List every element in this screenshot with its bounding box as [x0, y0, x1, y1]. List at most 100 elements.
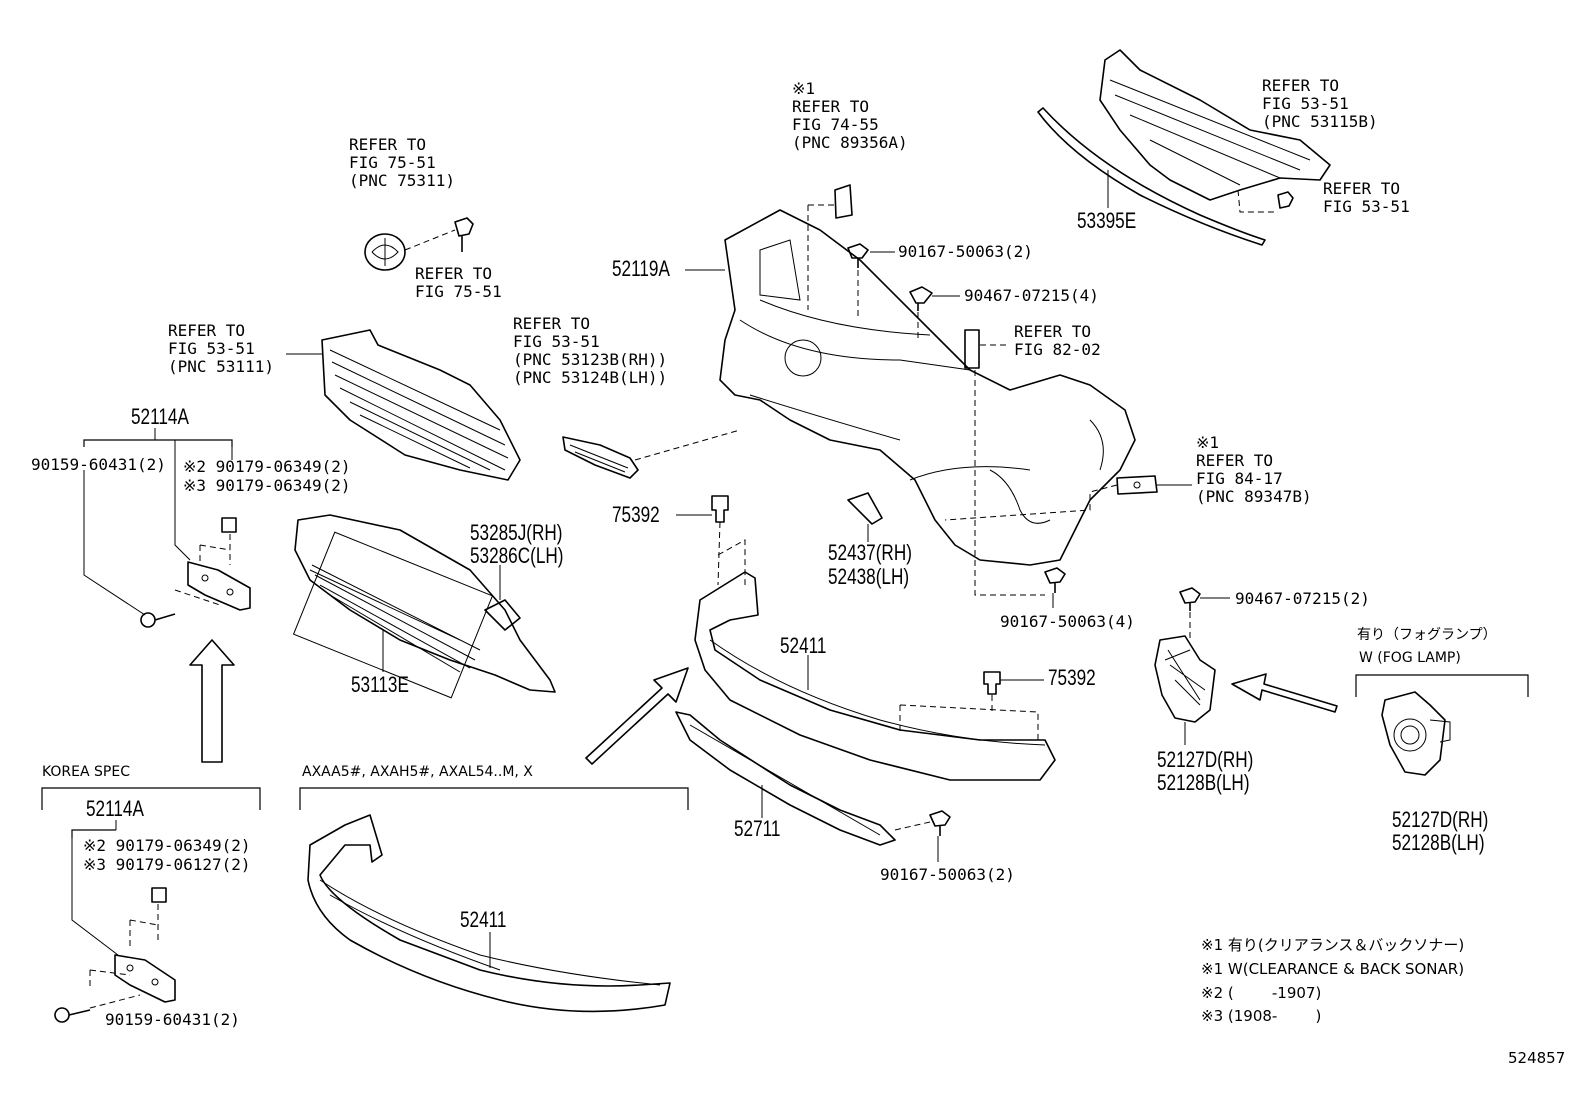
fog-bezel-clip	[1179, 587, 1201, 611]
bolt-90167-bottom-dash	[894, 821, 931, 831]
group-korea-spec: KOREA SPEC	[42, 764, 130, 780]
bracket-52114A-bottom-stem	[71, 838, 119, 956]
part-52128B-lh-b: 52128B(LH)	[1392, 830, 1485, 855]
fastener-90159-60431-2-bottom: 90159-60431(2)	[105, 1010, 240, 1029]
group-axaa: AXAA5#, AXAH5#, AXAL54..M, X	[302, 764, 533, 780]
part-52411-b: 52411	[460, 907, 507, 932]
fastener-90179-06127-2: ※3 90179-06127(2)	[83, 855, 251, 874]
part-53113E: 53113E	[351, 672, 409, 697]
bracket-52114A-top-brace	[83, 439, 233, 447]
part-52437-rh: 52437(RH)	[828, 540, 912, 565]
fog-bezel	[1154, 635, 1216, 723]
clip-75392-b	[983, 671, 1001, 695]
part-53285J-rh: 53285J(RH)	[470, 520, 563, 545]
radiator-support-clip	[1277, 191, 1294, 209]
lower-grille	[292, 514, 556, 699]
bolt-90159-bottom	[54, 1007, 91, 1023]
korea-spec-arrow	[189, 639, 235, 763]
fog-lamp-brace	[1355, 674, 1529, 697]
headlamp-washer-part	[964, 329, 980, 369]
part-52128B-lh-a: 52128B(LH)	[1157, 770, 1250, 795]
bolt-90167-4	[1044, 567, 1066, 593]
note-1-jp: ※1 有り(クリアランス＆バックソナー)	[1201, 936, 1465, 954]
lower-spoiler	[675, 711, 896, 846]
axaa-brace	[299, 787, 689, 810]
clip-75392-a	[711, 495, 729, 523]
fastener-90179-06349-2-b: ※3 90179-06349(2)	[183, 476, 351, 495]
part-52438-lh: 52438(LH)	[828, 564, 910, 589]
part-53395E: 53395E	[1077, 208, 1137, 233]
nut-90179-bottom	[151, 887, 167, 903]
lower-grille-mould	[562, 436, 639, 479]
reflector	[847, 492, 883, 525]
bracket-52114A-top-stem	[174, 440, 191, 561]
headlamp-washer-dash	[974, 344, 1010, 520]
fastener-90167-50063-4: 90167-50063(4)	[1000, 612, 1135, 631]
front-bumper-cover	[719, 209, 1136, 566]
fastener-90159-60431-2-top: 90159-60431(2)	[31, 455, 166, 474]
fastener-90167-50063-2-top: 90167-50063(2)	[898, 242, 1033, 261]
note-2: ※2 ( -1907)	[1201, 984, 1322, 1002]
part-52114A-top: 52114A	[131, 404, 189, 429]
sensor-bracket-top	[834, 184, 853, 219]
part-52114A-bottom: 52114A	[86, 796, 144, 821]
bracket-52114A-bottom-part	[114, 954, 176, 1003]
part-52127D-rh-b: 52127D(RH)	[1392, 807, 1489, 832]
bolt-90159-top	[140, 612, 176, 628]
fastener-90467-07215-4: 90467-07215(4)	[964, 286, 1099, 305]
radiator-support-dash	[1237, 189, 1278, 213]
bracket-52114A-bottom-brace	[71, 829, 116, 838]
clip-90467-top	[909, 286, 933, 311]
part-52711: 52711	[734, 816, 781, 841]
part-52127D-rh-a: 52127D(RH)	[1157, 747, 1254, 772]
group-fog-jp: 有り（フォグランプ）	[1357, 627, 1497, 643]
emblem-clip	[454, 217, 474, 252]
part-75392-a: 75392	[612, 502, 660, 527]
bolt-90167-bottom	[929, 810, 951, 836]
nut-90179-top	[221, 517, 237, 533]
lower-grille-mould-dash	[634, 429, 741, 461]
variant-arrow	[585, 667, 689, 765]
note-1-en: ※1 W(CLEARANCE & BACK SONAR)	[1201, 960, 1465, 978]
lower-grille-cover	[484, 599, 521, 631]
grille-emblem	[364, 233, 406, 271]
upper-grille	[321, 329, 521, 481]
fastener-90167-50063-2-bottom: 90167-50063(2)	[880, 865, 1015, 884]
fog-lamp-arrow	[1231, 673, 1338, 713]
note-3: ※3 (1908- )	[1201, 1007, 1322, 1025]
part-75392-b: 75392	[1048, 665, 1096, 690]
sensor-bracket-side	[1116, 475, 1158, 495]
part-53286C-lh: 53286C(LH)	[470, 543, 564, 568]
clip-90167-top	[847, 243, 869, 268]
bolt-90159-top-leader	[83, 470, 146, 616]
bumper-reinforcement-variant	[307, 814, 671, 1013]
fastener-90467-07215-2: 90467-07215(2)	[1235, 589, 1370, 608]
upper-moulding	[1037, 107, 1266, 246]
clip-75392-a-dash	[717, 521, 746, 586]
bracket-52114A-bottom-dash	[89, 904, 159, 990]
sensor-bracket-side-dash	[944, 484, 1118, 521]
clip-75392-b-dash	[899, 695, 1039, 740]
bumper-reinforcement	[694, 571, 1056, 781]
bracket-52114A-top-part	[187, 561, 251, 611]
fastener-90179-06349-2-a: ※2 90179-06349(2)	[183, 457, 351, 476]
bolt-90167-4-dash	[974, 520, 1045, 596]
group-fog-en: W (FOG LAMP)	[1359, 650, 1461, 666]
part-52119A: 52119A	[612, 256, 670, 281]
bracket-52114A-top-dash	[174, 534, 231, 606]
diagram-id: 524857	[1508, 1049, 1566, 1067]
part-52411-a: 52411	[780, 633, 827, 658]
radiator-support	[1099, 49, 1331, 201]
sensor-bracket-top-dash	[807, 204, 835, 310]
emblem-dash-leader	[404, 229, 456, 251]
